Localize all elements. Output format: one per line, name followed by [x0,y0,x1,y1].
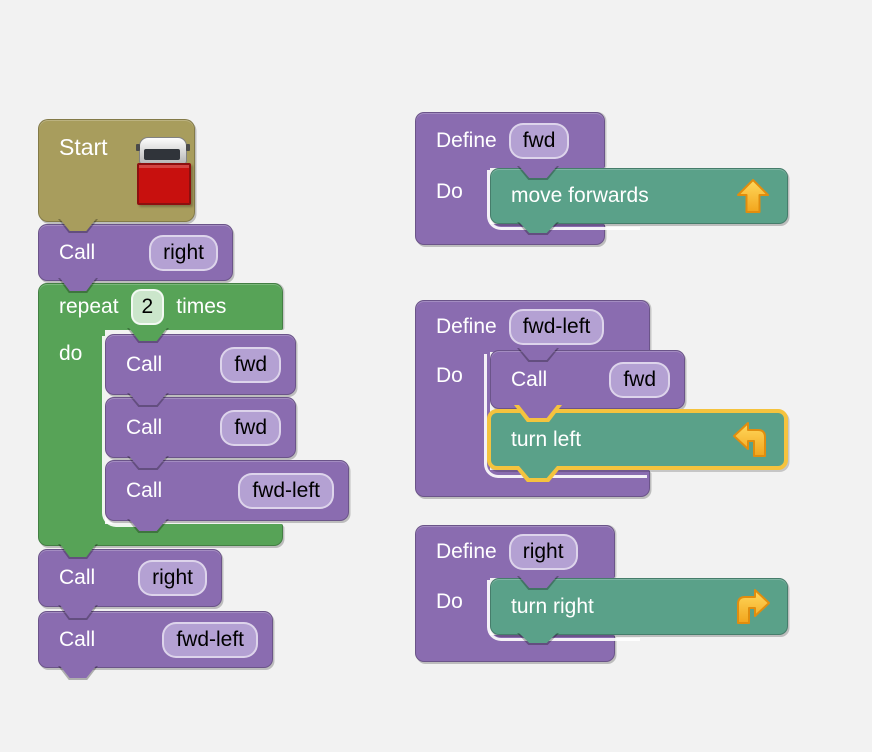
move-forwards-block[interactable]: move forwards [490,168,788,224]
define-fwd-left-do-column[interactable]: Do [415,352,490,470]
call-right-block-bottom[interactable]: Call right [38,549,222,607]
call-label: Call [126,352,163,376]
turn-right-arrow-icon [737,588,770,624]
define-fwd-left-footer[interactable] [415,470,650,497]
call-label: Call [126,478,163,502]
turn-right-block[interactable]: turn right [490,578,788,635]
call-fwd-left-block-bottom[interactable]: Call fwd-left [38,611,273,668]
define-label: Define [436,314,497,338]
truck-icon [135,137,191,205]
define-label: Define [436,540,497,563]
procedure-name-field[interactable]: fwd [220,346,281,383]
define-fwd-block-header[interactable]: Define fwd [415,112,605,168]
call-label: Call [511,367,548,391]
define-fwd-footer[interactable] [415,224,605,245]
repeat-block-do-column[interactable]: do [38,330,105,524]
call-label: Call [59,240,96,264]
procedure-name-field[interactable]: right [508,534,578,570]
call-right-block-top[interactable]: Call right [38,224,233,281]
define-right-footer[interactable] [415,635,615,662]
do-label: Do [436,364,463,387]
repeat-block-header[interactable]: repeat 2 times [38,283,283,330]
repeat-count-field[interactable]: 2 [130,289,165,325]
start-label: Start [59,134,108,160]
do-label: do [59,342,83,365]
move-forwards-label: move forwards [511,184,649,207]
call-label: Call [126,415,163,439]
procedure-name-field[interactable]: right [149,234,218,271]
do-label: Do [436,180,463,203]
define-fwd-do-column[interactable]: Do [415,168,490,224]
define-label: Define [436,128,497,152]
procedure-name-field[interactable]: right [138,560,207,596]
start-block[interactable]: Start [38,119,195,222]
define-right-block-header[interactable]: Define right [415,525,615,578]
call-fwd-block-2[interactable]: Call fwd [105,397,296,458]
define-right-do-column[interactable]: Do [415,578,490,635]
do-label: Do [436,590,463,613]
call-fwd-block-in-definition[interactable]: Call fwd [490,350,685,409]
define-fwd-left-block-header[interactable]: Define fwd-left [415,300,650,352]
turn-left-arrow-icon [733,421,766,457]
call-fwd-block-1[interactable]: Call fwd [105,334,296,395]
turn-left-block-selected[interactable]: turn left [487,409,788,470]
turn-left-label: turn left [511,427,582,451]
procedure-name-field[interactable]: fwd [508,122,570,159]
times-label: times [176,295,227,318]
call-fwd-left-block-inner[interactable]: Call fwd-left [105,460,349,521]
repeat-block-footer[interactable] [38,524,283,546]
connection-tab [58,666,98,680]
call-label: Call [59,566,96,589]
procedure-name-field[interactable]: fwd-left [238,472,334,509]
procedure-name-field[interactable]: fwd-left [162,621,258,658]
turn-right-label: turn right [511,594,594,618]
repeat-label: repeat [59,295,119,318]
up-arrow-icon [737,179,769,213]
procedure-name-field[interactable]: fwd [220,409,281,446]
call-label: Call [59,627,96,651]
procedure-name-field[interactable]: fwd-left [508,308,605,345]
procedure-name-field[interactable]: fwd [609,361,670,398]
